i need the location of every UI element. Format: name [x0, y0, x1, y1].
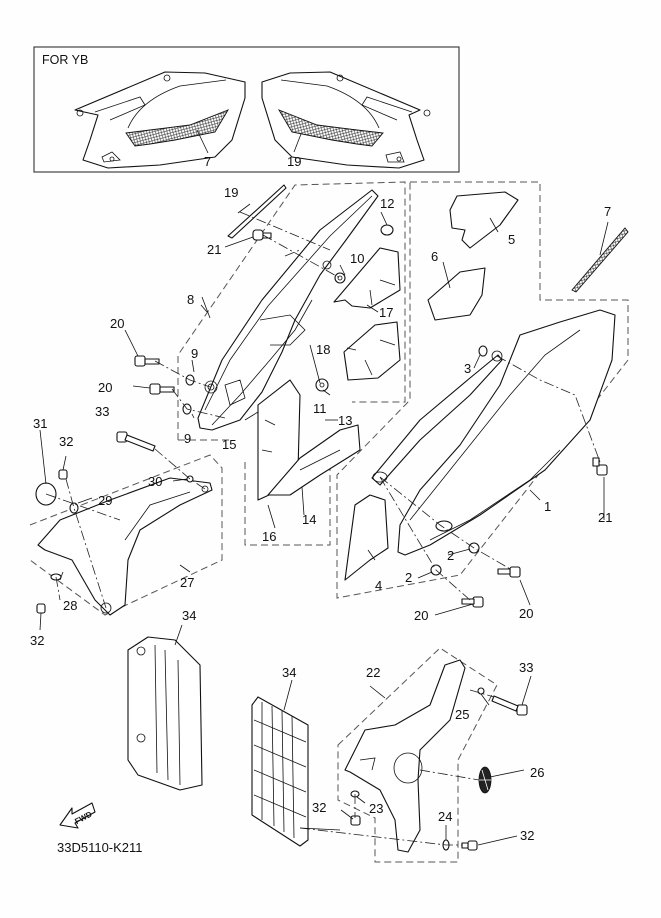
inset-callout-7: 7 — [204, 154, 211, 169]
part-17-pad — [333, 247, 401, 309]
callout-32-mid: 32 — [312, 800, 326, 815]
callout-5: 5 — [508, 232, 515, 247]
part-33-bolt-right — [491, 695, 528, 716]
part-1-right-shroud — [371, 309, 616, 556]
callout-33-left: 33 — [95, 404, 109, 419]
callout-11: 11 — [313, 401, 327, 416]
callout-3: 3 — [464, 361, 471, 376]
callout-32-top-left: 32 — [59, 434, 73, 449]
callout-4: 4 — [375, 578, 382, 593]
part-29-collar — [69, 502, 79, 514]
part-11-grommet — [315, 378, 329, 392]
part-20-bolts-right — [461, 566, 521, 608]
callout-32-right: 32 — [520, 828, 534, 843]
callout-16: 16 — [262, 529, 276, 544]
callout-9-bottom: 9 — [184, 431, 191, 446]
part-32-bolts-left — [36, 469, 68, 614]
callouts: 19 21 12 10 8 17 18 9 20 20 9 11 13 15 1… — [30, 185, 612, 843]
part-19-emblem-strip — [227, 184, 287, 239]
callout-24: 24 — [438, 809, 452, 824]
part-27-bracket — [37, 477, 213, 616]
callout-9-top: 9 — [191, 346, 198, 361]
callout-23: 23 — [369, 801, 383, 816]
inset-shroud-left — [74, 71, 246, 169]
callout-7: 7 — [604, 204, 611, 219]
part-12-grommet — [380, 224, 394, 236]
part-13-panel — [267, 424, 361, 496]
callout-20-d: 20 — [414, 608, 428, 623]
leaders — [39, 203, 609, 846]
fwd-arrow: FWD — [59, 802, 96, 829]
fwd-arrow-icon — [59, 802, 96, 829]
callout-15: 15 — [222, 437, 236, 452]
callout-20-b: 20 — [98, 380, 112, 395]
callout-28: 28 — [63, 598, 77, 613]
part-33-bolt-left — [116, 431, 156, 452]
part-22-side-cover — [344, 659, 466, 853]
part-8-left-shroud — [197, 189, 379, 431]
leader-inset-19 — [293, 133, 302, 153]
inset-shroud-right — [261, 71, 431, 169]
callout-26: 26 — [530, 765, 544, 780]
part-5-pad — [449, 191, 519, 249]
callout-8: 8 — [187, 292, 194, 307]
part-32-bolts-right — [350, 815, 478, 851]
part-21-bolt-right — [592, 457, 608, 476]
part-4-pad — [344, 494, 389, 581]
callout-1: 1 — [544, 499, 551, 514]
callout-30: 30 — [148, 474, 162, 489]
part-18-pad — [343, 321, 401, 381]
callout-33-right: 33 — [519, 660, 533, 675]
callout-2-upper: 2 — [447, 548, 454, 563]
part-7-emblem-strip — [571, 227, 629, 293]
callout-25: 25 — [455, 707, 469, 722]
callout-29: 29 — [98, 493, 112, 508]
callout-21-right: 21 — [598, 510, 612, 525]
part-20-bolts-left — [134, 355, 175, 395]
inset-title: FOR YB — [42, 53, 88, 67]
callout-31: 31 — [33, 416, 47, 431]
callout-13: 13 — [338, 413, 352, 428]
callout-12: 12 — [380, 196, 394, 211]
part-2-washers — [430, 542, 480, 576]
drawing-code: 33D5110-K211 — [57, 840, 143, 855]
part-10-collar — [334, 272, 346, 284]
callout-34-left: 34 — [182, 608, 196, 623]
callout-17: 17 — [379, 305, 393, 320]
callout-10: 10 — [350, 251, 364, 266]
inset-for-yb: FOR YB 7 19 — [33, 46, 460, 173]
part-21-bolt-top — [252, 229, 272, 241]
callout-34-right: 34 — [282, 665, 296, 680]
callout-14: 14 — [302, 512, 316, 527]
callout-2-lower: 2 — [405, 570, 412, 585]
callout-19: 19 — [224, 185, 238, 200]
callout-6: 6 — [431, 249, 438, 264]
callout-27: 27 — [180, 575, 194, 590]
callout-20-c: 20 — [519, 606, 533, 621]
part-34-radiator-grille — [251, 696, 309, 847]
callout-32-bottom-left: 32 — [30, 633, 44, 648]
callout-21-top: 21 — [207, 242, 221, 257]
callout-18: 18 — [316, 342, 330, 357]
leader-inset-7 — [196, 129, 209, 154]
part-3-washer — [478, 345, 488, 357]
callout-22: 22 — [366, 665, 380, 680]
part-34-radiator-louver — [127, 636, 203, 791]
callout-20-a: 20 — [110, 316, 124, 331]
inset-callout-19: 19 — [287, 154, 301, 169]
part-25-washer — [477, 687, 485, 695]
inset-frame — [33, 46, 460, 173]
part-6-pad — [427, 267, 486, 321]
part-26-rivet — [478, 766, 492, 794]
